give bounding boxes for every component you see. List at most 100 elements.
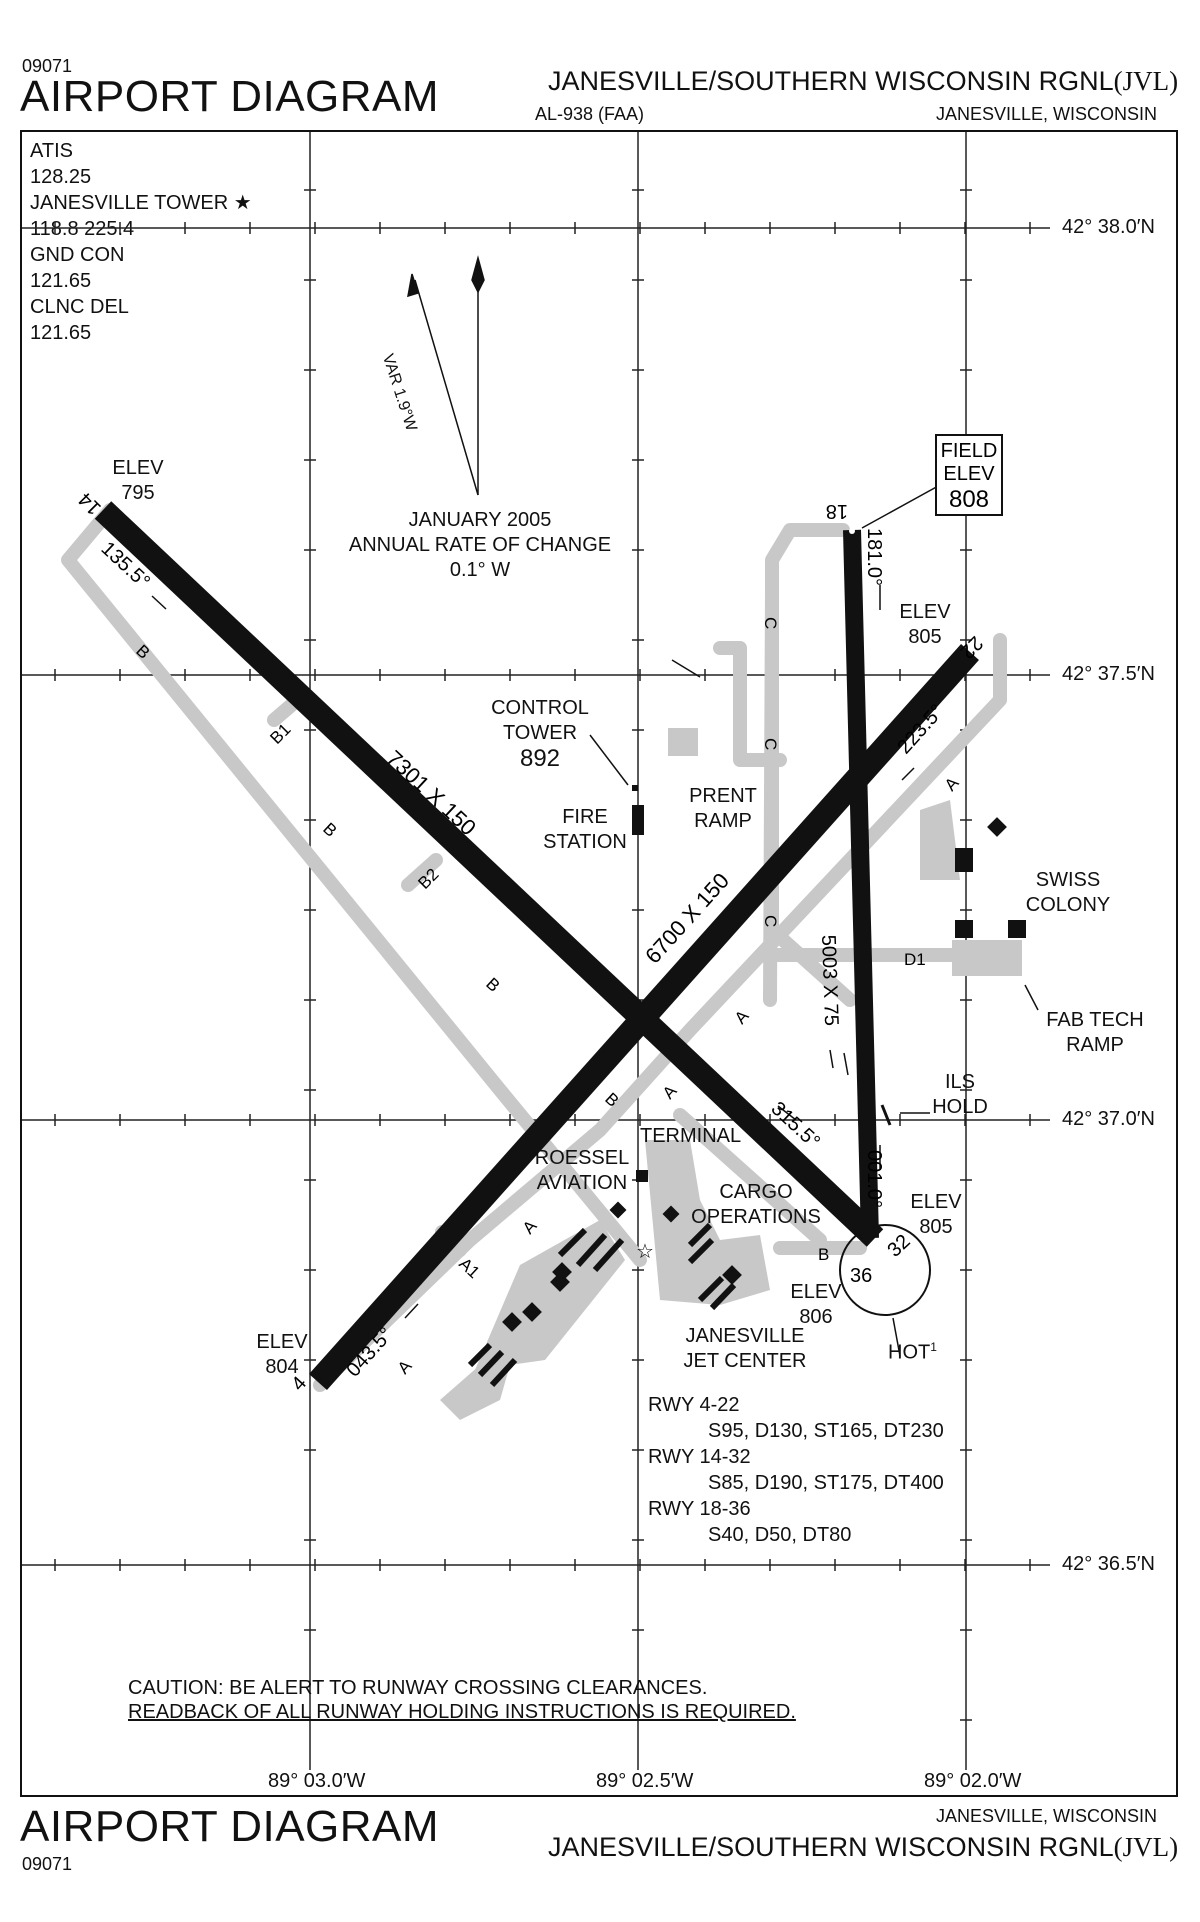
chart-id: 09071 xyxy=(22,56,73,76)
caution-line-2: READBACK OF ALL RUNWAY HOLDING INSTRUCTI… xyxy=(128,1701,796,1723)
magnetic-north-line xyxy=(414,279,479,496)
rwy-18-36-dims: 5003 X 75 xyxy=(817,934,842,1026)
footer-city-state: JANESVILLE, WISCONSIN xyxy=(936,1806,1158,1826)
jet-center-label: JANESVILLE JET CENTER xyxy=(680,1324,810,1374)
taxi-a-5: A xyxy=(394,1356,416,1378)
runway-18-36[interactable] xyxy=(843,529,879,1239)
arrow-135 xyxy=(151,595,167,610)
taxi-a-3: A xyxy=(941,773,963,795)
elev-795-value: 795 xyxy=(121,482,155,504)
runway-14-32[interactable] xyxy=(94,501,884,1247)
taxi-c-2: C xyxy=(761,738,780,750)
fire-station-label: FIRE STATION xyxy=(540,805,630,855)
strength-rwy-4-22: RWY 4-22 xyxy=(648,1394,740,1416)
arrow-223 xyxy=(901,767,915,781)
fab-tech-label: FAB TECH RAMP xyxy=(1040,1008,1150,1058)
hangar-4 xyxy=(522,1302,542,1322)
hangar-row-3 xyxy=(592,1237,625,1273)
taxi-c-3: C xyxy=(761,915,780,927)
hdg-001: 001.0° xyxy=(863,1150,885,1208)
elev-795-label: ELEV xyxy=(112,457,164,479)
hangar-row-4 xyxy=(467,1342,493,1368)
hangar-2 xyxy=(550,1272,570,1292)
elev-806-label: ELEV xyxy=(790,1281,842,1303)
hdg-181: 181.0° xyxy=(863,528,885,586)
hangar-3 xyxy=(502,1312,522,1332)
swiss-bldg-1 xyxy=(955,848,973,872)
ils-hold-label: ILS HOLD xyxy=(930,1070,990,1120)
elev-805b-label: ELEV xyxy=(910,1191,962,1213)
caution-note: CAUTION: BE ALERT TO RUNWAY CROSSING CLE… xyxy=(128,1676,796,1724)
leaders xyxy=(151,484,1039,1319)
swiss-colony-label: SWISS COLONY xyxy=(1018,868,1118,918)
jet-center-label-2: JET CENTER xyxy=(683,1350,807,1372)
hot-label-text: HOT xyxy=(888,1341,931,1364)
true-north-arrowhead xyxy=(471,255,485,294)
taxiway-a xyxy=(313,633,1007,1392)
swiss-colony-label-1: SWISS xyxy=(1035,869,1101,891)
roessel-label-2: AVIATION xyxy=(536,1172,628,1194)
field-elev-label2: ELEV xyxy=(943,463,995,485)
taxiway-c2 xyxy=(763,583,779,1007)
elev-806: ELEV 806 xyxy=(786,1280,846,1330)
prent-ramp xyxy=(668,728,698,756)
fab-tech-ramp xyxy=(952,940,1022,976)
ils-hold-mark-1 xyxy=(843,1052,849,1076)
rwy-end-18: 18 xyxy=(826,500,848,522)
prent-leader xyxy=(671,659,701,678)
control-tower-elev: 892 xyxy=(519,745,561,772)
terminal-building xyxy=(636,1170,648,1182)
swiss-bldg-2 xyxy=(987,817,1007,837)
ils-hold-bar xyxy=(880,1104,892,1126)
frequency-box: ATIS 128.25 JANESVILLE TOWER ★ 118.8 225… xyxy=(30,138,252,346)
beacon-star-icon: ☆ xyxy=(636,1241,654,1263)
taxi-a-1: A xyxy=(659,1081,681,1103)
airport-name-text: JANESVILLE/SOUTHERN WISCONSIN RGNL xyxy=(548,66,1114,96)
field-elev-value: 808 xyxy=(949,486,989,513)
field-elev-point xyxy=(849,528,855,534)
variation-rate-label: ANNUAL RATE OF CHANGE xyxy=(348,534,612,556)
taxiway-b xyxy=(61,503,647,1267)
fire-station-building xyxy=(632,805,644,835)
freq-tower-value: 118.8 225.4 xyxy=(30,218,135,240)
variation-note: JANUARY 2005 ANNUAL RATE OF CHANGE 0.1° … xyxy=(345,508,615,583)
jet-center-bldg xyxy=(722,1265,742,1285)
control-tower-label-1: CONTROL xyxy=(491,697,589,719)
field-elev-box xyxy=(935,434,1003,516)
freq-atis: ATIS xyxy=(30,140,73,162)
strength-rwy-18-36-data: S40, D50, DT80 xyxy=(708,1524,852,1546)
jet-center-label-1: JANESVILLE xyxy=(685,1325,805,1347)
freq-clnc-value: 121.65 xyxy=(30,322,92,344)
lon-02-5: 89° 02.5′W xyxy=(596,1770,694,1792)
lat-37-5: 42° 37.5′N xyxy=(1062,663,1155,685)
lat-lon-grid xyxy=(22,132,1050,1770)
lon-02-0: 89° 02.0′W xyxy=(924,1770,1022,1792)
elev-806-value: 806 xyxy=(799,1306,833,1328)
swiss-bldg-3 xyxy=(955,920,973,938)
strength-rwy-4-22-data: S95, D130, ST165, DT230 xyxy=(708,1420,944,1442)
cargo-label-1: CARGO xyxy=(719,1181,793,1203)
freq-clnc: CLNC DEL xyxy=(30,296,129,318)
hangar-row-1 xyxy=(557,1227,588,1258)
freq-tower: JANESVILLE TOWER ★ xyxy=(30,192,252,214)
rwy-end-36: 36 xyxy=(850,1265,872,1287)
hot-spot-circle xyxy=(839,1224,931,1316)
lat-38-0: 42° 38.0′N xyxy=(1062,216,1155,238)
airport-name: JANESVILLE/SOUTHERN WISCONSIN RGNL(JVL) xyxy=(548,66,1178,97)
magnetic-arrowhead xyxy=(407,273,419,298)
prent-ramp-label-1: PRENT xyxy=(689,785,757,807)
grid-ticks xyxy=(54,189,1031,1721)
freq-gnd: GND CON xyxy=(30,244,125,266)
chart-frame xyxy=(20,130,1178,1797)
ils-hold-label-1: ILS xyxy=(944,1071,976,1093)
prent-ramp-label: PRENT RAMP xyxy=(683,784,763,834)
hot-spot-label: HOT1 xyxy=(888,1335,937,1366)
strength-rwy-18-36: RWY 18-36 xyxy=(648,1498,751,1520)
hot-label-sup: 1 xyxy=(930,1340,937,1354)
elev-804-label: ELEV xyxy=(256,1331,308,1353)
cargo-ramp xyxy=(645,1140,770,1305)
swiss-bldg-4 xyxy=(1008,920,1026,938)
ils-hold-mark-2 xyxy=(829,1049,834,1069)
lat-36-5: 42° 36.5′N xyxy=(1062,1553,1155,1575)
